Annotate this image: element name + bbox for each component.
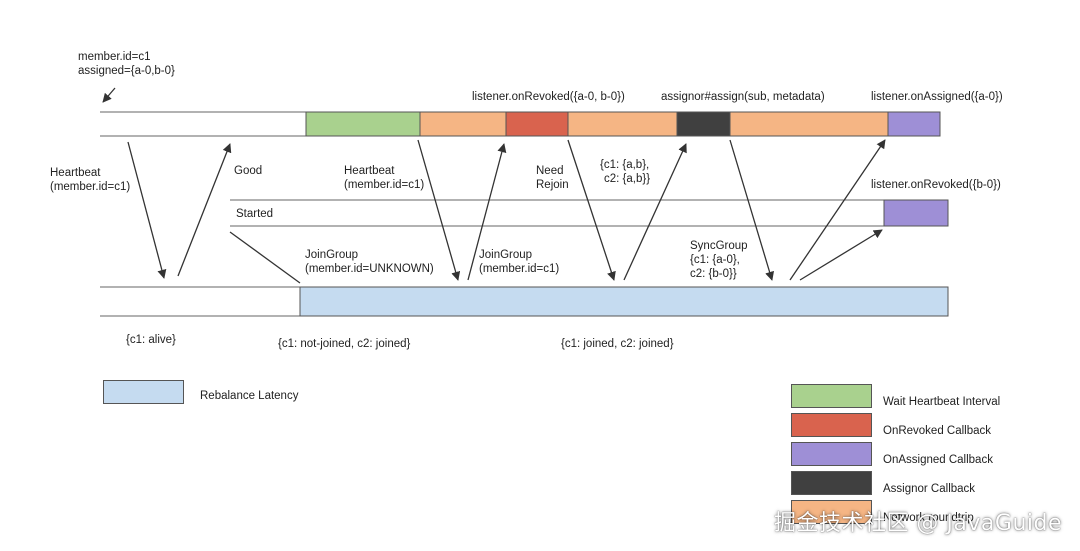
joingroup2-label-1: JoinGroup [479, 249, 533, 261]
watermark: 掘金技术社区 @ JavaGuide [773, 511, 1062, 536]
join-assignment-label-1: {c1: {a,b}, [600, 159, 650, 171]
arrow-joingroup-c2 [229, 231, 301, 284]
legend-swatch-5 [791, 500, 872, 524]
heartbeat1-label-2: (member.id=c1) [50, 181, 131, 193]
segment-network-3 [729, 111, 889, 137]
syncgroup-label-2: {c1: {a-0}, [690, 254, 740, 266]
arrow-sync-response-c1 [789, 139, 886, 281]
legend-rebalance-latency-label: Rebalance Latency [200, 390, 299, 402]
legend-label-3: OnAssigned Callback [883, 454, 993, 466]
joingroup1-label-2: (member.id=UNKNOWN) [305, 263, 434, 275]
arrow-join-response [623, 143, 687, 281]
legend-label-2: OnRevoked Callback [883, 425, 992, 437]
segment-assignor [676, 111, 731, 137]
assignor-assign-label: assignor#assign(sub, metadata) [661, 91, 825, 103]
arrow-syncgroup [729, 139, 775, 281]
arrow-member-state [102, 87, 116, 103]
member-state-label-1: member.id=c1 [78, 51, 151, 63]
on-assigned-a-label: listener.onAssigned({a-0}) [871, 91, 1003, 103]
arrow-sync-response-c2 [799, 229, 883, 281]
member-state-label-2: assigned={a-0,b-0} [78, 65, 175, 77]
state-not-joined-label: {c1: not-joined, c2: joined} [278, 338, 411, 350]
joingroup1-label-1: JoinGroup [305, 249, 359, 261]
on-revoked-b-label: listener.onRevoked({b-0}) [871, 179, 1001, 191]
join-assignment-label-2: c2: {a,b}} [604, 173, 651, 185]
joingroup2-label-2: (member.id=c1) [479, 263, 560, 275]
heartbeat1-label-1: Heartbeat [50, 167, 101, 179]
segment-wait-heartbeat [305, 111, 421, 137]
segment-on-assigned [887, 111, 941, 137]
need-rejoin-label-2: Rejoin [536, 179, 569, 191]
heartbeat2-label-2: (member.id=c1) [344, 179, 425, 191]
legend-label-4: Assignor Callback [883, 483, 976, 495]
legend-swatch-2 [791, 413, 872, 437]
state-alive-label: {c1: alive} [126, 334, 176, 346]
arrow-heartbeat-1-reply [177, 143, 232, 277]
segment-on-revoked [505, 111, 569, 137]
legend-swatch-4 [791, 471, 872, 495]
arrow-heartbeat-2 [417, 139, 461, 281]
heartbeat2-label-1: Heartbeat [344, 165, 395, 177]
syncgroup-label-3: c2: {b-0}} [690, 268, 737, 280]
started-label: Started [236, 208, 274, 220]
arrow-need-rejoin-up [467, 143, 507, 281]
segment-c2-on-revoked [883, 199, 949, 227]
legend-label-1: Wait Heartbeat Interval [883, 396, 1001, 408]
good-label: Good [234, 165, 263, 177]
on-revoked-ab-label: listener.onRevoked({a-0, b-0}) [472, 91, 625, 103]
syncgroup-label-1: SyncGroup [690, 240, 748, 252]
arrow-heartbeat-1 [127, 141, 167, 279]
legend-swatch-3 [791, 442, 872, 466]
legend-swatch-1 [791, 384, 872, 408]
legend-rebalance-latency-swatch [103, 380, 184, 404]
state-joined-label: {c1: joined, c2: joined} [561, 338, 674, 350]
need-rejoin-label-1: Need [536, 165, 564, 177]
segment-network-1 [419, 111, 507, 137]
segment-network-2 [567, 111, 678, 137]
legend-label-5: Network roundtrip [883, 512, 974, 524]
arrow-joingroup-c1 [567, 139, 616, 281]
segment-rebalance-latency [299, 286, 949, 317]
